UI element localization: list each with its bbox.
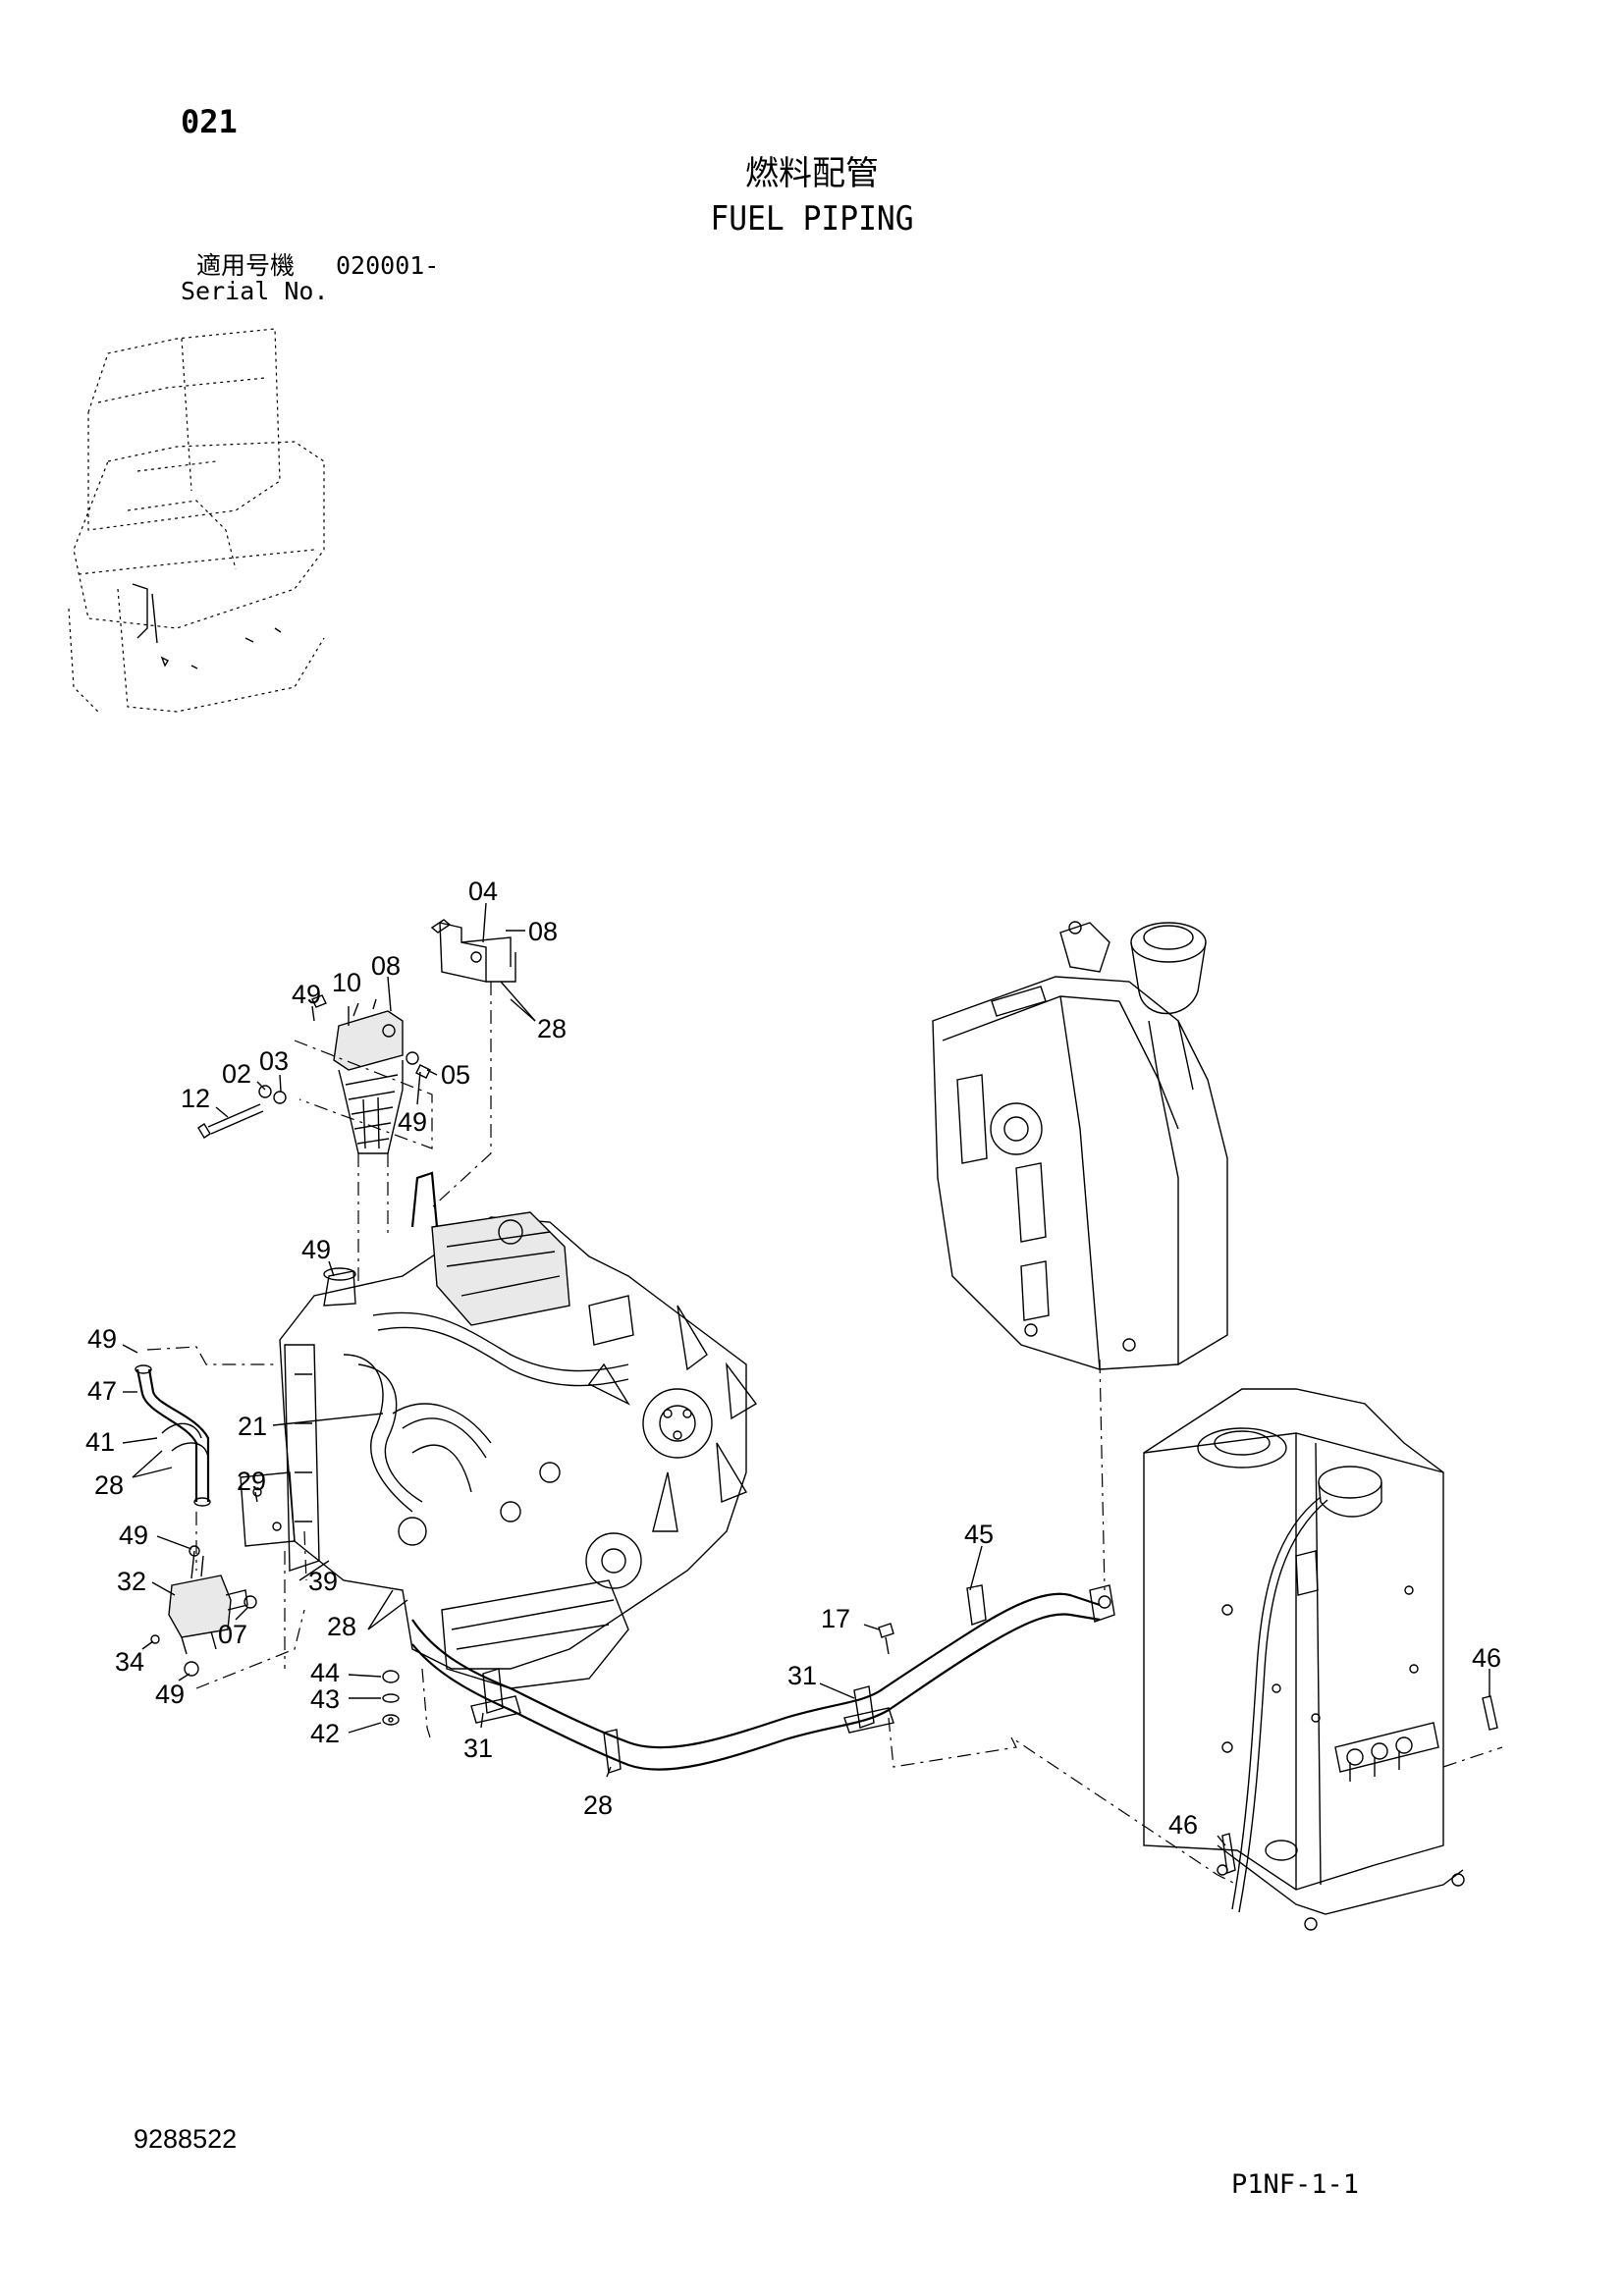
callout-12: 12 [181,1084,210,1113]
fuel-filter-assembly [197,919,516,1154]
serial-label-japanese: 適用号機 [196,251,296,280]
callout-46-bottom: 46 [1168,1810,1198,1840]
fuel-tank [1143,1388,1498,1931]
callout-08: 08 [371,951,401,981]
callout-49-engine: 49 [301,1235,331,1264]
callout-43: 43 [310,1684,340,1714]
callout-31-left: 31 [463,1734,493,1763]
callout-39: 39 [308,1567,338,1596]
callout-46-right: 46 [1472,1643,1501,1673]
callout-10: 10 [332,968,361,997]
callout-03: 03 [259,1046,289,1076]
callout-47: 47 [87,1376,117,1406]
cooling-fan [587,1305,758,1532]
callout-28-engine: 28 [327,1612,356,1641]
callout-45: 45 [964,1520,994,1549]
serial-number-value: 020001- [336,251,440,280]
serial-label: Serial No. [181,277,329,305]
machine-locator-sketch [68,328,325,713]
callout-28-bottom: 28 [583,1790,613,1820]
hydraulic-tank [932,921,1228,1370]
callout-04: 04 [468,877,498,906]
engine [279,1171,758,1689]
priming-pump-parts [135,1364,296,1677]
sheet-code: P1NF-1-1 [1231,2169,1360,2200]
callout-49-left-mid: 49 [119,1521,148,1550]
fuel-hose [382,1584,1115,1774]
callout-07: 07 [218,1620,247,1649]
drawing-number: 9288522 [134,2124,238,2154]
callout-49-left-bottom: 49 [155,1680,185,1709]
callout-28-left: 28 [94,1470,124,1500]
page-number: 021 [181,103,238,140]
callout-41: 41 [85,1427,115,1457]
part-callouts: 04 08 10 08 28 49 05 02 03 12 49 49 49 4… [85,877,1501,1846]
callout-31-right: 31 [787,1661,817,1690]
callout-44: 44 [310,1658,340,1687]
callout-21: 21 [238,1412,267,1441]
callout-49-left-top: 49 [87,1324,117,1354]
callout-49-upper-left: 49 [292,980,321,1009]
page-title-japanese: 燃料配管 [745,154,879,193]
callout-28-upper: 28 [537,1014,567,1043]
callout-49-filter: 49 [398,1107,427,1137]
callout-42: 42 [310,1719,340,1748]
callout-05: 05 [441,1060,470,1090]
callout-29: 29 [237,1467,266,1496]
callout-17: 17 [821,1604,850,1633]
callout-02: 02 [222,1059,251,1089]
callout-34: 34 [115,1647,144,1677]
page-title: FUEL PIPING [710,199,914,239]
callout-32: 32 [117,1567,146,1596]
callout-08-upper: 08 [528,917,558,946]
